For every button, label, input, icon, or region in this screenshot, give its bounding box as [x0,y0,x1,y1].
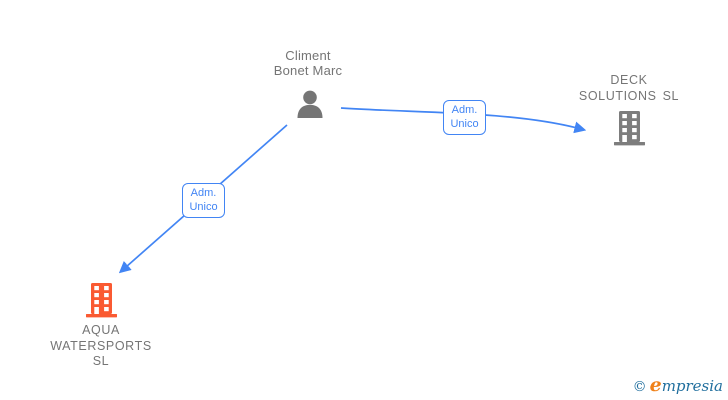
edge-label-line1: Adm. [451,104,478,116]
company-name-aqua-line3: SL [92,354,110,368]
person-icon [294,90,326,123]
edge-label-adm-unico-aqua: Adm. Unico [182,183,225,218]
company-name-aqua-line1: AQUA [82,323,120,337]
company-name-aqua-line2: WATERSPORTS [50,338,152,353]
person-name-line1: Climent [285,48,331,63]
brand-initial: e [649,374,662,396]
person-name-line2: Bonet Marc [273,63,343,78]
edge-label-line2: Unico [450,118,479,130]
brand-name: mpresia [661,377,723,395]
edge-label-adm-unico-deck: Adm. Unico [443,100,486,135]
empresia-watermark: ©empresia [633,374,723,396]
edge-label-line1: Adm. [190,187,217,199]
node-deck-solutions-sl[interactable]: DECK SOLUTIONS SL [559,73,699,148]
company-name-aqua: AQUA WATERSPORTS SL [31,323,171,370]
company-name-deck: DECK SOLUTIONS SL [559,73,699,104]
building-icon [613,111,646,151]
copyright-icon: © [632,379,647,395]
person-name: Climent Bonet Marc [228,48,388,78]
node-aqua-watersports-sl[interactable]: AQUA WATERSPORTS SL [31,283,171,371]
building-icon [85,283,118,323]
company-name-deck-line1: DECK [610,73,648,87]
node-person[interactable]: Climent Bonet Marc [228,48,388,120]
company-name-deck-line2: SOLUTIONS SL [578,88,680,103]
edge-label-line2: Unico [189,201,218,213]
